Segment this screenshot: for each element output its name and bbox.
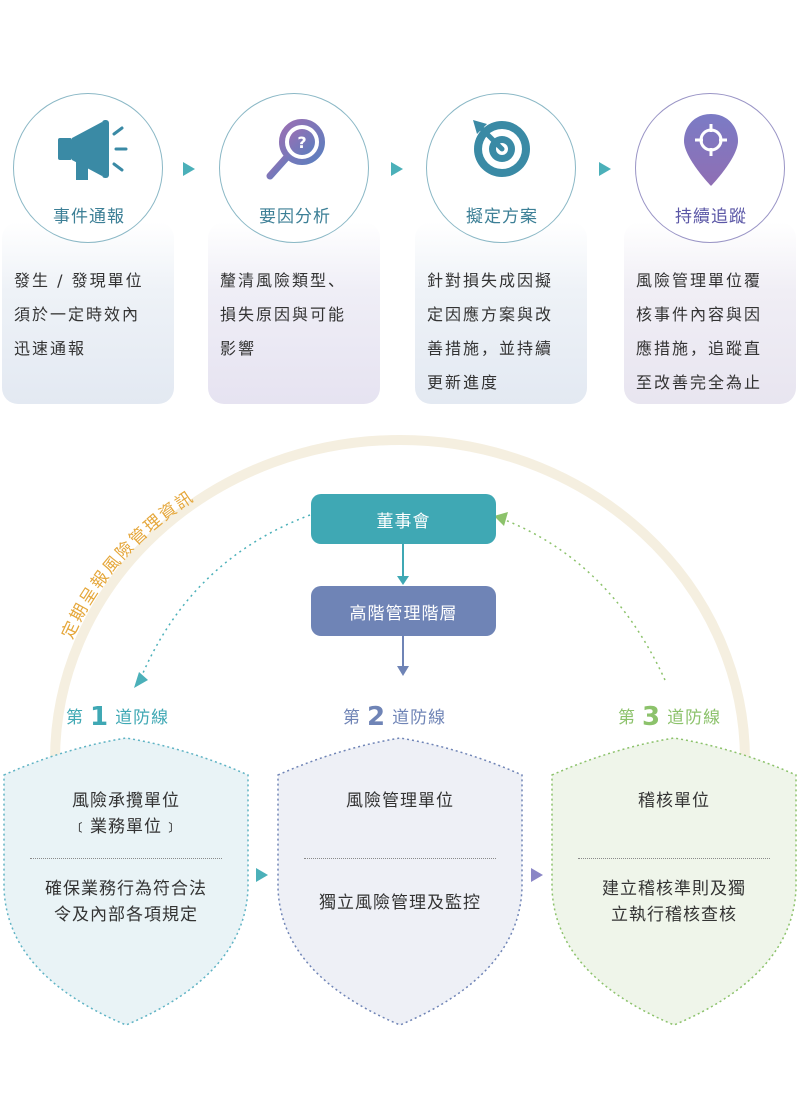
arrowhead-icon: [134, 672, 148, 688]
dotted-arrow-board-to-line1: [139, 514, 311, 681]
step-circle-track: 持續追蹤: [635, 93, 785, 243]
step-desc-line: 善措施，並持續: [427, 339, 554, 358]
step-desc-line: 定因應方案與改: [427, 305, 554, 324]
senior-management-box: 高階管理階層: [311, 586, 496, 636]
divider: [30, 858, 222, 859]
step-card-plan: [415, 222, 587, 404]
divider: [578, 858, 770, 859]
step-desc-line: 風險管理單位覆: [636, 271, 763, 290]
line-suffix: 道防線: [667, 708, 722, 728]
step-desc-line: 核事件內容與因: [636, 305, 763, 324]
step-desc-line: 發生 / 發現單位: [14, 271, 144, 290]
arrow-right-icon: [599, 162, 611, 176]
step-desc-line: 針對損失成因擬: [427, 271, 554, 290]
shield-line3: [551, 737, 797, 1026]
dotted-arrow-line3-to-board: [499, 517, 666, 681]
step-card-track: [624, 222, 796, 404]
step-circle-report: 事件通報: [13, 93, 163, 243]
arrowhead-icon: [494, 512, 508, 526]
step-title: 擬定方案: [466, 207, 538, 227]
line-prefix: 第: [343, 708, 361, 728]
step-title: 事件通報: [53, 207, 125, 227]
step-desc-line: 至改善完全為止: [636, 373, 763, 392]
line-number: 1: [90, 702, 110, 732]
step-desc-line: 影響: [220, 339, 257, 358]
shield-title-line: ﹝業務單位﹞: [72, 817, 180, 837]
step-circle-plan: 擬定方案: [426, 93, 576, 243]
svg-text:?: ?: [297, 133, 306, 152]
arrowhead-icon: [397, 576, 409, 585]
step-card-analysis: [208, 222, 380, 404]
line-number: 2: [367, 702, 387, 732]
shield-desc-line: 獨立風險管理及監控: [319, 893, 481, 913]
line1-desc: 確保業務行為符合法 令及內部各項規定: [14, 876, 238, 928]
line2-desc: 獨立風險管理及監控: [288, 890, 512, 916]
arrow-right-icon: [531, 868, 543, 882]
arrowhead-icon: [397, 666, 409, 676]
line3-title: 稽核單位: [562, 788, 786, 814]
shield-line1: [3, 737, 249, 1026]
board-box: 董事會: [311, 494, 496, 544]
line-suffix: 道防線: [392, 708, 447, 728]
arrow-right-icon: [391, 162, 403, 176]
step-title: 持續追蹤: [675, 207, 747, 227]
step-card-report: [2, 222, 174, 404]
line1-title: 風險承攬單位 ﹝業務單位﹞: [14, 788, 238, 840]
step-desc-line: 須於一定時效內: [14, 305, 141, 324]
line2-title: 風險管理單位: [288, 788, 512, 814]
shield-desc-line: 令及內部各項規定: [54, 905, 198, 925]
step-circle-analysis: ? 要因分析: [219, 93, 369, 243]
target-arrow-icon: [473, 120, 530, 177]
step-desc-line: 更新進度: [427, 373, 500, 392]
line-prefix: 第: [618, 708, 636, 728]
shield-title-line: 稽核單位: [638, 791, 710, 811]
shield-desc-line: 建立稽核準則及獨: [602, 879, 746, 899]
step-desc: 發生 / 發現單位 須於一定時效內 迅速通報: [14, 264, 164, 366]
line-suffix: 道防線: [115, 708, 170, 728]
board-label: 董事會: [376, 511, 431, 532]
report-arc: [50, 435, 750, 761]
step-title: 要因分析: [259, 207, 331, 227]
step-desc-line: 迅速通報: [14, 339, 87, 358]
shield-line2: [277, 737, 523, 1026]
step-desc: 風險管理單位覆 核事件內容與因 應措施，追蹤直 至改善完全為止: [636, 264, 786, 400]
location-pin-icon: [684, 114, 738, 186]
shield-desc-line: 確保業務行為符合法: [45, 879, 207, 899]
arrow-right-icon: [256, 868, 268, 882]
step-desc: 釐清風險類型、 損失原因與可能 影響: [220, 264, 370, 366]
line-prefix: 第: [66, 708, 84, 728]
line3-desc: 建立稽核準則及獨 立執行稽核查核: [562, 876, 786, 928]
shield-title-line: 風險承攬單位: [72, 791, 180, 811]
megaphone-icon: [58, 120, 128, 180]
line-number: 3: [642, 702, 662, 732]
step-desc-line: 損失原因與可能: [220, 305, 347, 324]
senior-management-label: 高階管理階層: [349, 603, 458, 624]
magnifier-question-icon: ?: [266, 119, 325, 180]
arrow-right-icon: [183, 162, 195, 176]
step-desc-line: 釐清風險類型、: [220, 271, 347, 290]
step-desc-line: 應措施，追蹤直: [636, 339, 763, 358]
shield-desc-line: 立執行稽核查核: [611, 905, 737, 925]
step-desc: 針對損失成因擬 定因應方案與改 善措施，並持續 更新進度: [427, 264, 577, 400]
shield-title-line: 風險管理單位: [346, 791, 454, 811]
divider: [304, 858, 496, 859]
